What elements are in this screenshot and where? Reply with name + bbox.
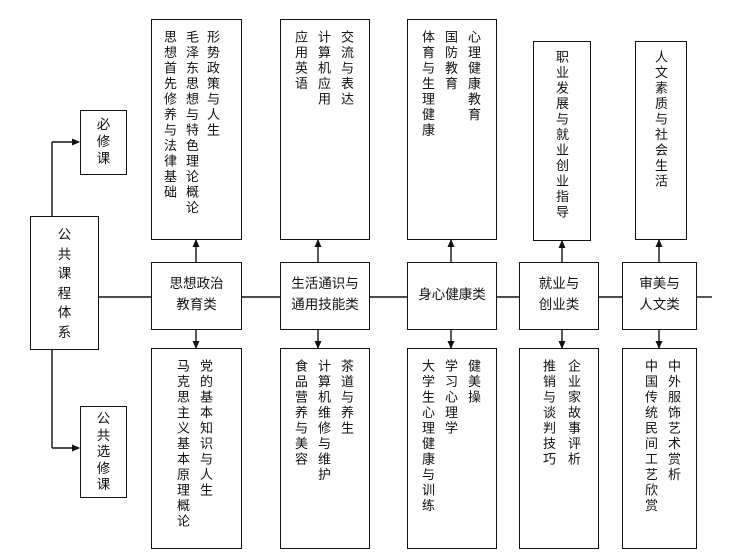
- category-label: 身心健康类: [418, 287, 486, 303]
- required-course-text: 思想首先修养与法律基础: [161, 30, 176, 201]
- required-course-text: 应用英语: [292, 30, 307, 92]
- required-course-text: 计算机应用: [315, 30, 330, 108]
- category-career-box: 就业与 创业类: [519, 262, 599, 330]
- required-aesthetics-box: 人文素质与社会生活: [635, 41, 687, 240]
- elective-course-text: 食品营养与美容: [292, 359, 307, 468]
- category-political-box: 思想政治 教育类: [151, 262, 242, 330]
- elective-course-text: 计算机维修与维护: [315, 359, 330, 483]
- elective-course-text: 企业家故事评析: [565, 359, 580, 468]
- category-label: 生活通识与 通用技能类: [291, 276, 359, 313]
- elective-box: 公 共 选 修 课: [80, 406, 127, 498]
- elective-course-text: 党的基本知识与人生: [197, 359, 212, 499]
- elective-career-box: 企业家故事评析 推销与谈判技巧: [519, 348, 599, 549]
- elective-health-box: 健美操 学习心理学 大学生心理健康与训练: [407, 348, 497, 549]
- elective-course-text: 马克思主义基本原理概论: [174, 359, 189, 530]
- elective-course-text: 茶道与养生: [338, 359, 353, 437]
- elective-aesthetics-box: 中外服饰艺术赏析 中国传统民间工艺欣赏: [622, 348, 697, 549]
- required-career-box: 职业发展与就业创业指导: [533, 41, 591, 241]
- required-course-text: 交流与表达: [338, 30, 353, 108]
- required-course-text: 形势政策与人生: [204, 30, 219, 139]
- elective-course-text: 学习心理学: [442, 359, 457, 437]
- elective-course-text: 健美操: [465, 359, 480, 406]
- root-label: 公 共 课 程 体 系: [57, 227, 72, 341]
- required-health-box: 心理健康教育 国防教育 体育与生理健康: [407, 19, 497, 240]
- category-label: 审美与 人文类: [639, 276, 680, 313]
- elective-political-box: 党的基本知识与人生 马克思主义基本原理概论: [151, 348, 242, 549]
- required-label: 必 修 课: [96, 117, 111, 167]
- required-general-skills-box: 交流与表达 计算机应用 应用英语: [280, 19, 370, 240]
- category-label: 思想政治 教育类: [169, 276, 224, 313]
- required-political-box: 形势政策与人生 毛泽东思想与特色理论概论 思想首先修养与法律基础: [151, 19, 242, 240]
- category-general-skills-box: 生活通识与 通用技能类: [280, 262, 370, 330]
- elective-course-text: 中外服饰艺术赏析: [665, 359, 680, 483]
- category-aesthetics-box: 审美与 人文类: [622, 262, 697, 330]
- required-box: 必 修 课: [80, 110, 127, 175]
- required-course-text: 职业发展与就业创业指导: [553, 50, 568, 221]
- required-course-text: 毛泽东思想与特色理论概论: [183, 30, 198, 216]
- elective-course-text: 推销与谈判技巧: [540, 359, 555, 468]
- required-course-text: 体育与生理健康: [419, 30, 434, 139]
- required-course-text: 国防教育: [442, 30, 457, 92]
- elective-general-skills-box: 茶道与养生 计算机维修与维护 食品营养与美容: [280, 348, 370, 549]
- required-course-text: 心理健康教育: [465, 30, 480, 123]
- elective-label: 公 共 选 修 课: [96, 411, 111, 493]
- root-box: 公 共 课 程 体 系: [30, 216, 99, 350]
- elective-course-text: 大学生心理健康与训练: [419, 359, 434, 514]
- elective-course-text: 中国传统民间工艺欣赏: [642, 359, 657, 514]
- category-health-box: 身心健康类: [407, 262, 497, 330]
- category-label: 就业与 创业类: [538, 276, 580, 313]
- required-course-text: 人文素质与社会生活: [652, 50, 667, 190]
